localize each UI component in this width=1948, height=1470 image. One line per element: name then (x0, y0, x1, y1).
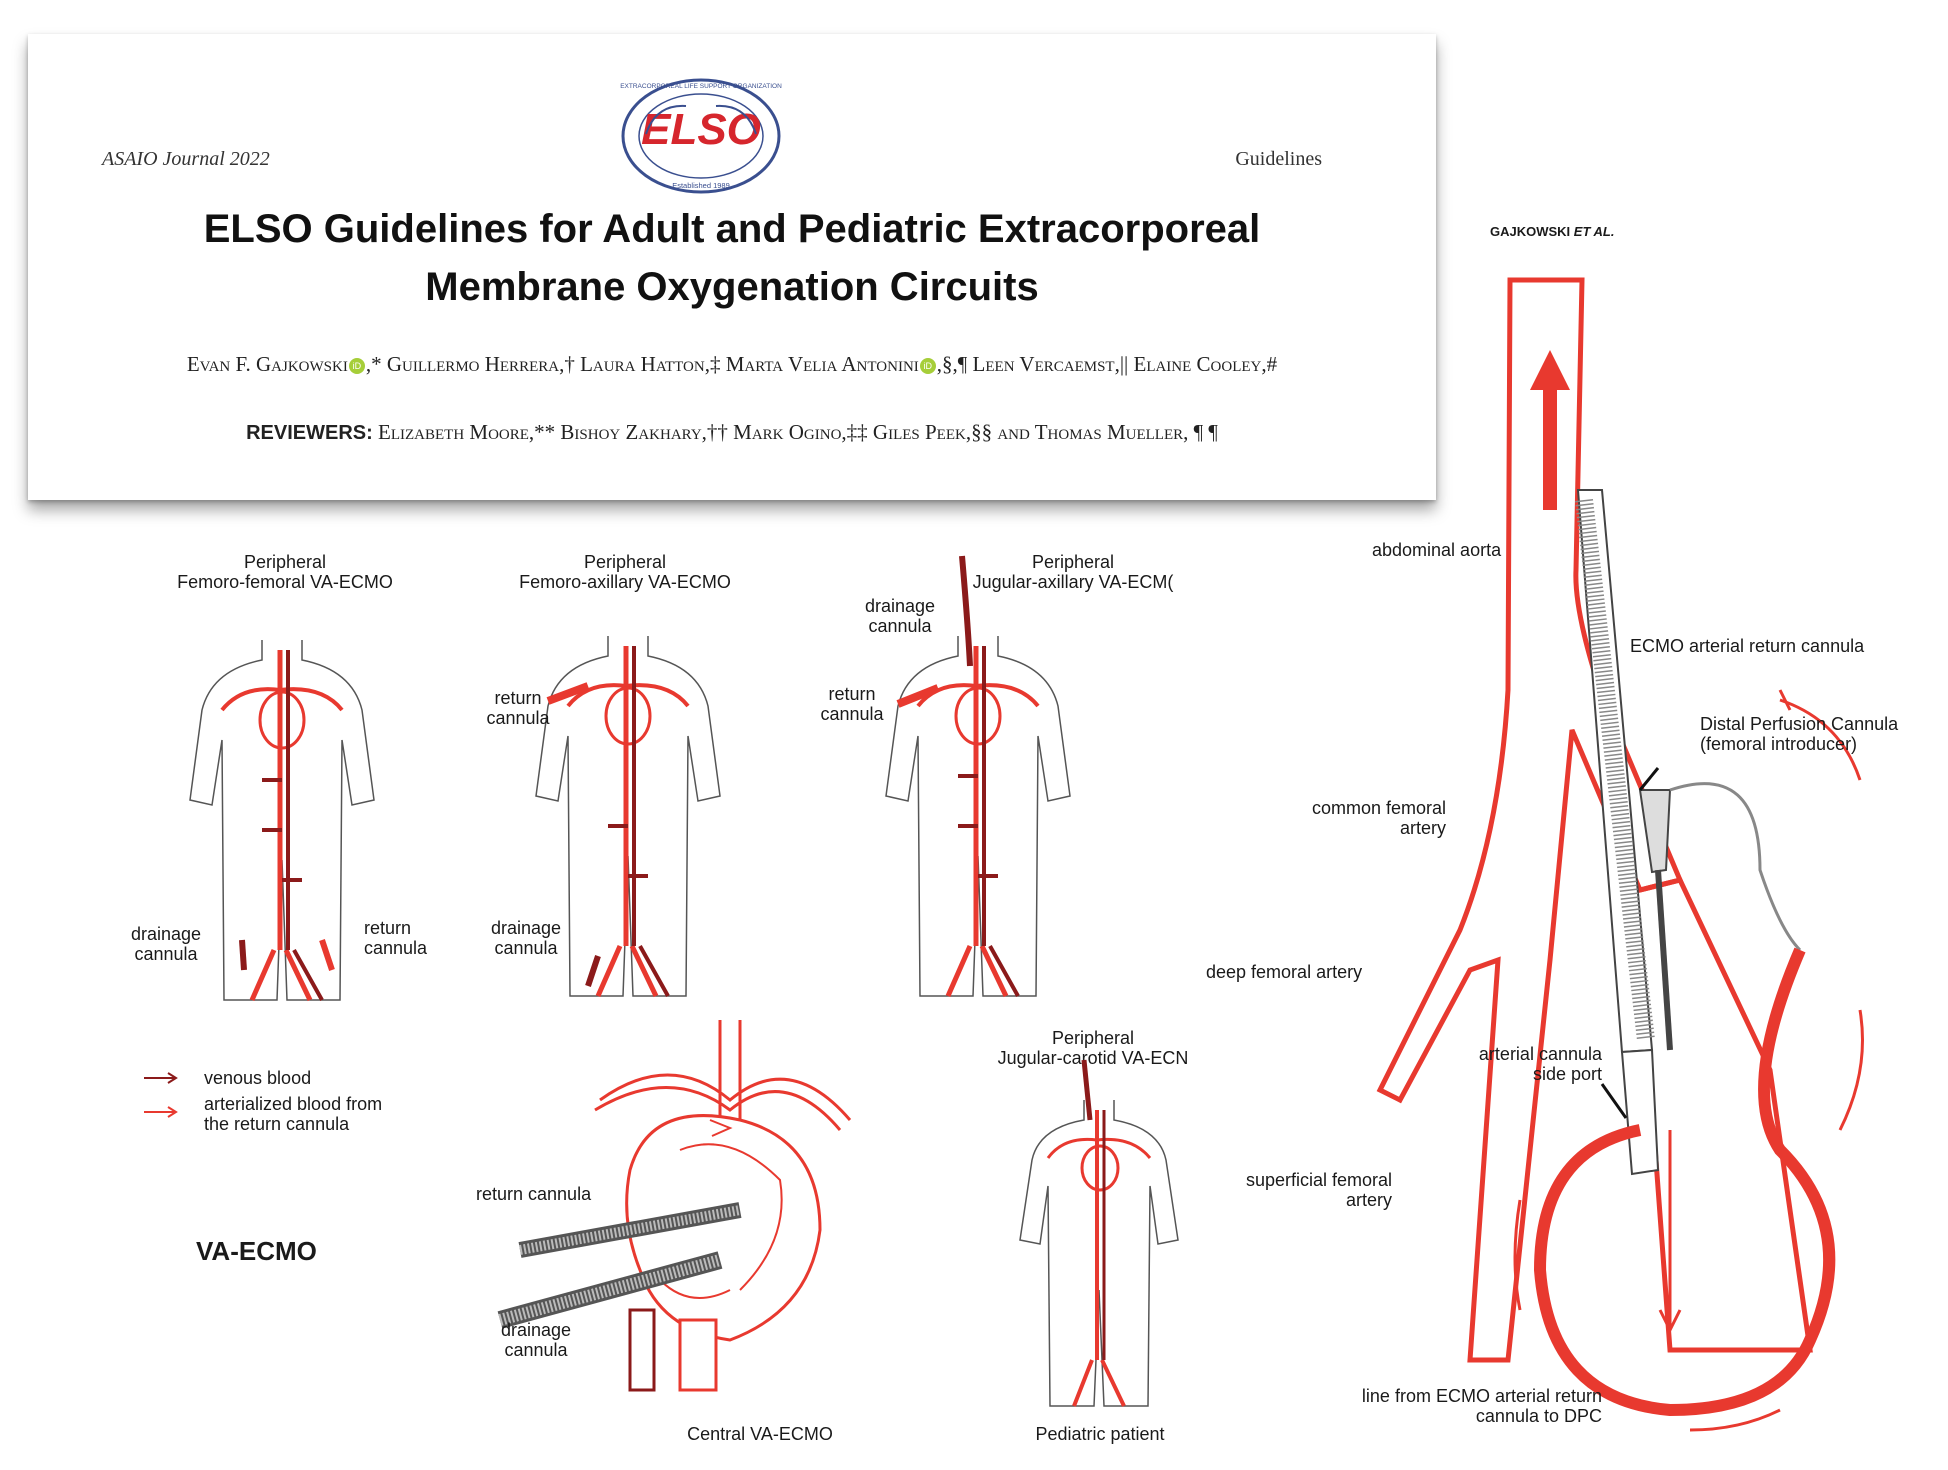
common-femoral-line1: common femoral (1311, 798, 1446, 818)
author-tail: ,§,¶ Leen Vercaemst,|| Elaine Cooley,# (936, 352, 1278, 376)
common-femoral-line2: artery (1399, 818, 1446, 838)
running-head: GAJKOWSKI ET AL. (1490, 222, 1614, 242)
section-label: Guidelines (1235, 148, 1322, 170)
body-diagram-pediatric (1019, 1059, 1179, 1407)
central-drainage-line1: drainage (500, 1320, 572, 1340)
legend-venous-arrow (144, 1072, 178, 1084)
legend-venous-label: venous blood (204, 1068, 312, 1088)
panel2-title: Peripheral Femoro-axillary VA-ECMO (490, 552, 760, 592)
legend-arterial-line2: the return cannula (204, 1114, 350, 1134)
orcid-icon[interactable]: iD (348, 358, 365, 375)
article-header-card: ASAIO Journal 2022 Guidelines ELSO EXTRA… (28, 34, 1436, 500)
panel3-return-label: return cannula (820, 684, 884, 724)
label-abdominal-aorta: abdominal aorta (1372, 540, 1502, 560)
logo-top-text: EXTRACORPOREAL LIFE SUPPORT ORGANIZATION (620, 83, 782, 90)
panel3-title-line2: Jugular-axillary VA-ECM( (972, 572, 1174, 592)
panel1-return-label: return cannula (364, 918, 428, 958)
label-side-port: arterial cannula side port (1410, 1044, 1602, 1084)
running-head-etal: ET AL. (1573, 224, 1615, 239)
panel4-title-line1: Peripheral (1051, 1028, 1135, 1048)
central-caption: Central VA-ECMO (687, 1424, 833, 1444)
logo-bottom-text: Established 1989 (672, 181, 730, 190)
panel1-title-line1: Peripheral (243, 552, 327, 572)
central-return-label: return cannula (476, 1184, 592, 1204)
side-port-line2: side port (1532, 1064, 1602, 1084)
superficial-line2: artery (1345, 1190, 1392, 1210)
side-port-line1: arterial cannula (1478, 1044, 1602, 1064)
panel2-title-line2: Femoro-axillary VA-ECMO (519, 572, 731, 592)
article-title-line2: Membrane Oxygenation Circuits (425, 265, 1039, 309)
journal-name: ASAIO Journal 2022 (102, 148, 270, 170)
line-to-dpc-line1: line from ECMO arterial return (1361, 1386, 1602, 1406)
va-ecmo-label: VA-ECMO (196, 1236, 317, 1266)
label-ecmo-return-cannula: ECMO arterial return cannula (1630, 636, 1865, 656)
panel1-title: Peripheral Femoro-femoral VA-ECMO (150, 552, 420, 592)
article-title-line1: ELSO Guidelines for Adult and Pediatric … (203, 207, 1261, 251)
reviewers-label: REVIEWERS: (246, 422, 373, 444)
elso-logo: ELSO EXTRACORPOREAL LIFE SUPPORT ORGANIZ… (620, 78, 782, 194)
panel4-title: Peripheral Jugular-carotid VA-ECN (978, 1028, 1208, 1068)
reviewer-list: REVIEWERS: Elizabeth Moore,** Bishoy Zak… (28, 420, 1436, 445)
superficial-line1: superficial femoral (1245, 1170, 1392, 1190)
central-va-ecmo-heart (497, 1020, 852, 1392)
line-to-dpc-line2: cannula to DPC (1475, 1406, 1602, 1426)
label-distal-perfusion-cannula: Distal Perfusion Cannula (femoral introd… (1700, 714, 1898, 754)
body-diagram-jugular-axillary (885, 555, 1071, 998)
panel2-drainage-label: drainage cannula (490, 918, 562, 958)
dpc-line1: Distal Perfusion Cannula (1700, 714, 1899, 734)
body-diagram-femoro-axillary (535, 636, 721, 998)
legend-arterial-line1: arterialized blood from (204, 1094, 383, 1114)
author-middle: ,* Guillermo Herrera,† Laura Hatton,‡ Ma… (365, 352, 919, 376)
panel4-title-line2: Jugular-carotid VA-ECN (997, 1048, 1189, 1068)
running-head-name: GAJKOWSKI (1490, 224, 1571, 239)
label-line-to-dpc: line from ECMO arterial return cannula t… (1320, 1386, 1602, 1426)
author-first: Evan F. Gajkowski (186, 352, 348, 376)
panel2-title-line1: Peripheral (583, 552, 667, 572)
panel3-title-line1: Peripheral (1031, 552, 1115, 572)
dpc-line2: (femoral introducer) (1700, 734, 1858, 754)
panel1-drainage-label: drainage cannula (130, 924, 202, 964)
panel4-caption: Pediatric patient (1035, 1424, 1165, 1444)
body-diagram-femoro-femoral (189, 640, 375, 1002)
central-drainage-line2: cannula (504, 1340, 568, 1360)
legend-arterial-arrow (144, 1106, 178, 1118)
panel3-title: Peripheral Jugular-axillary VA-ECM( (958, 552, 1188, 592)
panel3-drainage-label: drainage cannula (864, 596, 936, 636)
panel1-title-line2: Femoro-femoral VA-ECMO (177, 572, 393, 592)
central-drainage-label: drainage cannula (476, 1320, 596, 1360)
legend-arterial-label: arterialized blood from the return cannu… (204, 1094, 382, 1134)
orcid-icon[interactable]: iD (919, 358, 936, 375)
label-common-femoral: common femoral artery (1250, 798, 1446, 838)
label-deep-femoral: deep femoral artery (1206, 962, 1363, 982)
reviewers-names: Elizabeth Moore,** Bishoy Zakhary,†† Mar… (372, 420, 1218, 444)
label-superficial-femoral: superficial femoral artery (1200, 1170, 1392, 1210)
femoral-artery-diagram (1376, 277, 1864, 1432)
panel2-return-label: return cannula (486, 688, 550, 728)
